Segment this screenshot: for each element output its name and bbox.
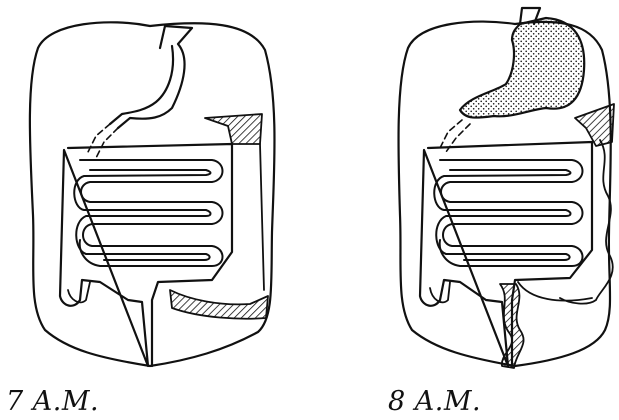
panel-label-8am: 8 A.M. — [388, 386, 481, 417]
colon-hatched-upper — [205, 114, 262, 144]
stomach-empty — [110, 26, 192, 128]
colon-hatched-lower — [170, 290, 268, 319]
colon-hatched-upper — [575, 104, 614, 146]
panel-label-7am: 7 A.M. — [6, 386, 99, 417]
panel-7am — [30, 22, 275, 366]
panel-8am — [398, 8, 614, 368]
stomach-filled — [460, 18, 584, 118]
duodenum-dashed — [88, 124, 118, 158]
